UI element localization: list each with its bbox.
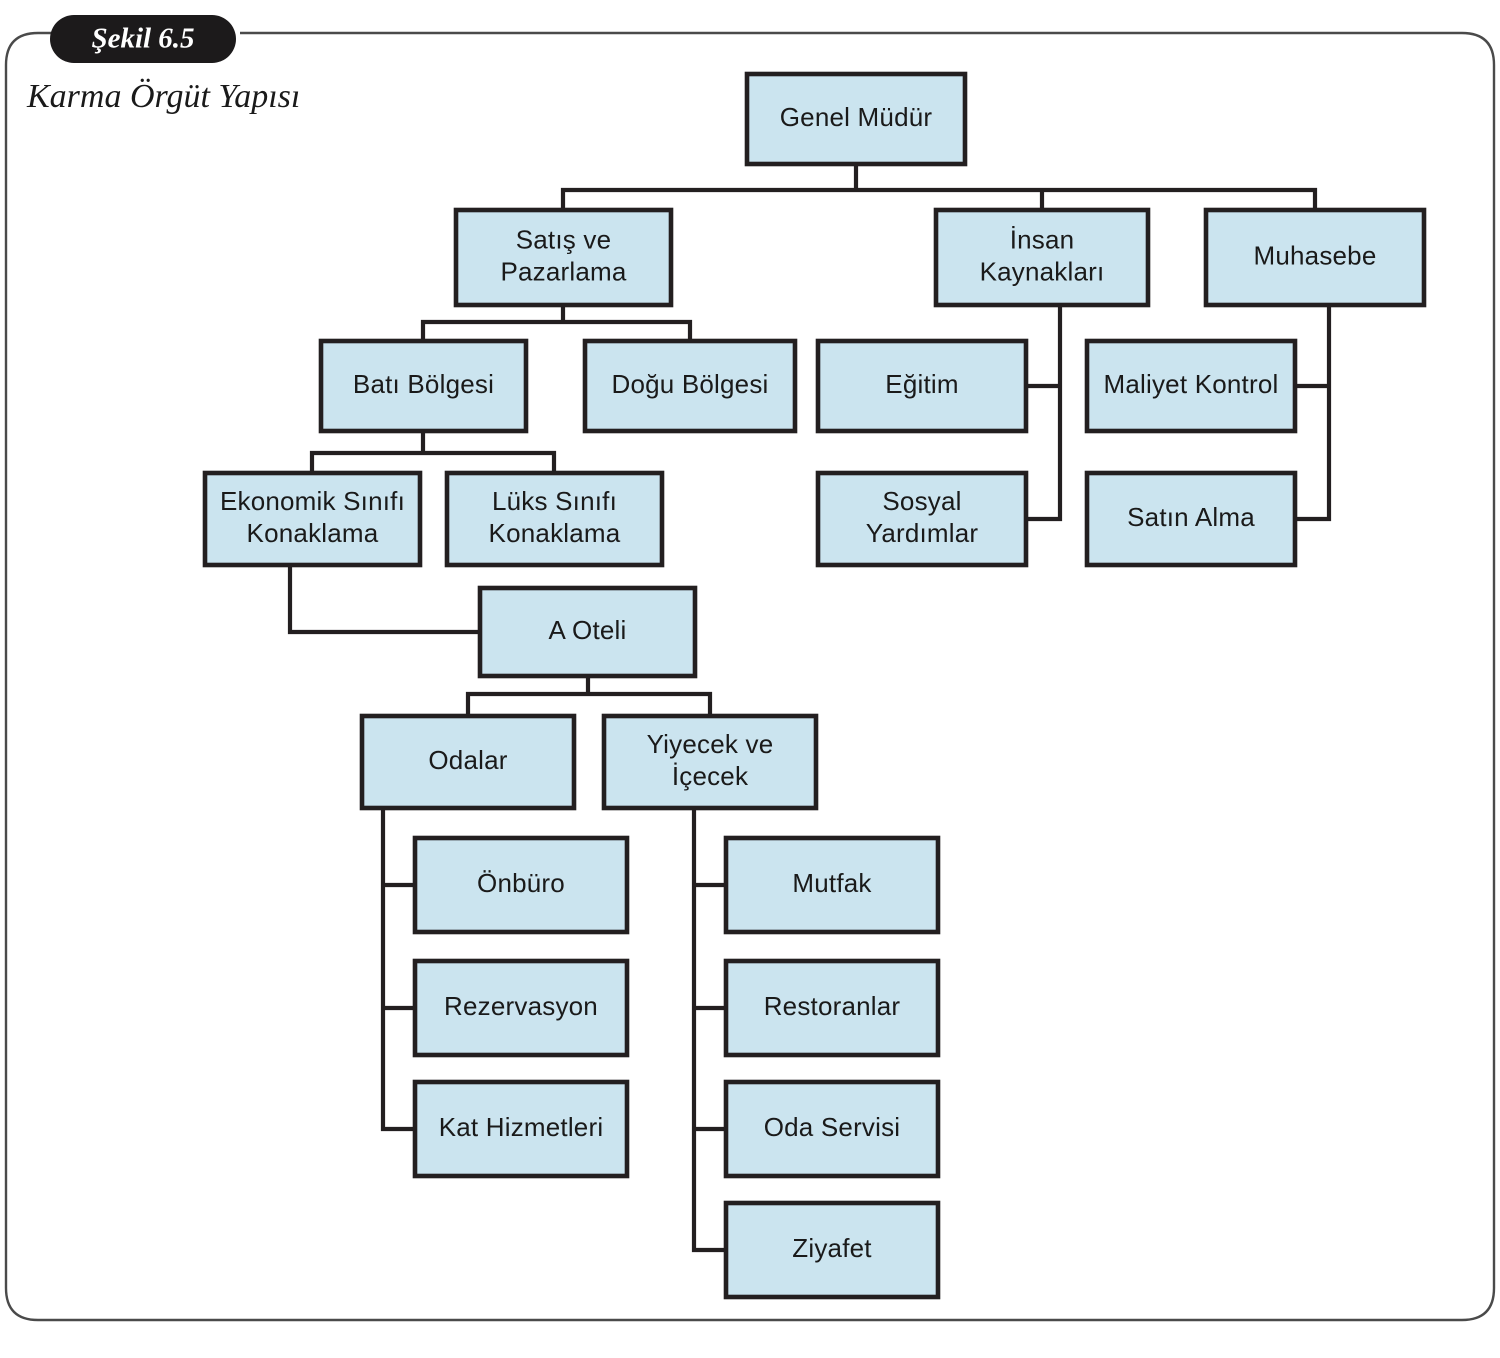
org-node-box[interactable] xyxy=(723,1079,941,1179)
org-node-label: Restoranlar xyxy=(764,991,901,1021)
org-node-rezervasyon[interactable]: Rezervasyon xyxy=(412,958,630,1058)
figure-tab xyxy=(50,15,236,63)
org-node-label: Doğu Bölgesi xyxy=(611,369,768,399)
org-node-label: İnsan xyxy=(1010,224,1075,254)
org-node-genel-mudur[interactable]: Genel Müdür xyxy=(744,71,968,167)
org-node-box[interactable] xyxy=(1084,470,1298,568)
org-node-box[interactable] xyxy=(412,1079,630,1179)
org-node-box[interactable] xyxy=(815,338,1029,434)
org-node-label: Satış ve xyxy=(516,224,612,254)
org-node-a-oteli[interactable]: A Oteli xyxy=(477,585,698,679)
org-node-muhasebe[interactable]: Muhasebe xyxy=(1203,207,1427,308)
org-node-label: Ziyafet xyxy=(792,1233,872,1263)
org-node-box[interactable] xyxy=(723,835,941,935)
figure-tab-label: Şekil 6.5 xyxy=(91,23,194,55)
figure-subtitle: Karma Örgüt Yapısı xyxy=(26,78,300,115)
org-node-box[interactable] xyxy=(202,470,423,568)
org-node-box[interactable] xyxy=(318,338,529,434)
org-node-bati-bolgesi[interactable]: Batı Bölgesi xyxy=(318,338,529,434)
connector-yiyecek-spine xyxy=(691,805,729,1253)
org-node-box[interactable] xyxy=(1084,338,1298,434)
org-node-satin-alma[interactable]: Satın Alma xyxy=(1084,470,1298,568)
connector-a-oteli-children xyxy=(465,673,713,719)
org-node-box[interactable] xyxy=(744,71,968,167)
org-node-label: Lüks Sınıfı xyxy=(492,486,617,516)
org-node-box[interactable] xyxy=(444,470,665,568)
org-node-label: Batı Bölgesi xyxy=(353,369,494,399)
org-node-kat-hizmetleri[interactable]: Kat Hizmetleri xyxy=(412,1079,630,1179)
org-node-label: Kat Hizmetleri xyxy=(439,1112,604,1142)
org-node-box[interactable] xyxy=(582,338,798,434)
org-node-restoranlar[interactable]: Restoranlar xyxy=(723,958,941,1058)
org-node-label: Oda Servisi xyxy=(764,1112,901,1142)
org-node-egitim[interactable]: Eğitim xyxy=(815,338,1029,434)
org-node-box[interactable] xyxy=(723,1200,941,1300)
org-node-label: Eğitim xyxy=(885,369,958,399)
connector-ekonomik-a-oteli xyxy=(287,562,483,635)
org-node-label: İçecek xyxy=(672,761,749,791)
org-node-box[interactable] xyxy=(723,958,941,1058)
connector-layer xyxy=(287,161,1332,1253)
connector-odalar-spine xyxy=(380,805,418,1132)
org-node-label: Kaynakları xyxy=(980,256,1105,286)
org-node-oda-servisi[interactable]: Oda Servisi xyxy=(723,1079,941,1179)
figure-frame xyxy=(4,31,1496,1322)
org-node-label: Maliyet Kontrol xyxy=(1104,369,1279,399)
connector-insan-kaynaklari-spine xyxy=(1023,302,1063,522)
org-node-odalar[interactable]: Odalar xyxy=(359,713,577,811)
org-node-box[interactable] xyxy=(453,207,674,308)
org-node-label: Genel Müdür xyxy=(780,102,933,132)
org-node-ziyafet[interactable]: Ziyafet xyxy=(723,1200,941,1300)
org-node-box[interactable] xyxy=(359,713,577,811)
org-node-box[interactable] xyxy=(815,470,1029,568)
org-node-box[interactable] xyxy=(601,713,819,811)
org-node-label: Rezervasyon xyxy=(444,991,598,1021)
org-node-label: Odalar xyxy=(428,745,507,775)
org-node-box[interactable] xyxy=(412,958,630,1058)
org-node-label: Sosyal xyxy=(882,486,961,516)
org-node-dogu-bolgesi[interactable]: Doğu Bölgesi xyxy=(582,338,798,434)
org-node-box[interactable] xyxy=(933,207,1151,308)
org-node-label: Muhasebe xyxy=(1253,240,1376,270)
connector-satis-children xyxy=(420,302,693,344)
org-node-box[interactable] xyxy=(477,585,698,679)
org-node-label: Ekonomik Sınıfı xyxy=(220,486,405,516)
org-node-label: Yardımlar xyxy=(866,518,979,548)
org-node-box[interactable] xyxy=(1203,207,1427,308)
connector-genel-mudur-bus xyxy=(560,161,1318,213)
org-node-label: Satın Alma xyxy=(1127,502,1255,532)
org-node-box[interactable] xyxy=(412,835,630,935)
org-node-label: Pazarlama xyxy=(500,256,626,286)
org-node-onburo[interactable]: Önbüro xyxy=(412,835,630,935)
org-node-label: Konaklama xyxy=(247,518,379,548)
org-node-label: Konaklama xyxy=(489,518,621,548)
connector-bati-children xyxy=(309,428,557,476)
org-node-label: Önbüro xyxy=(477,868,565,898)
org-node-label: Yiyecek ve xyxy=(647,729,774,759)
org-node-label: A Oteli xyxy=(549,615,627,645)
connector-muhasebe-spine xyxy=(1292,302,1332,522)
org-node-maliyet-kontrol[interactable]: Maliyet Kontrol xyxy=(1084,338,1298,434)
org-node-label: Mutfak xyxy=(792,868,872,898)
org-node-mutfak[interactable]: Mutfak xyxy=(723,835,941,935)
